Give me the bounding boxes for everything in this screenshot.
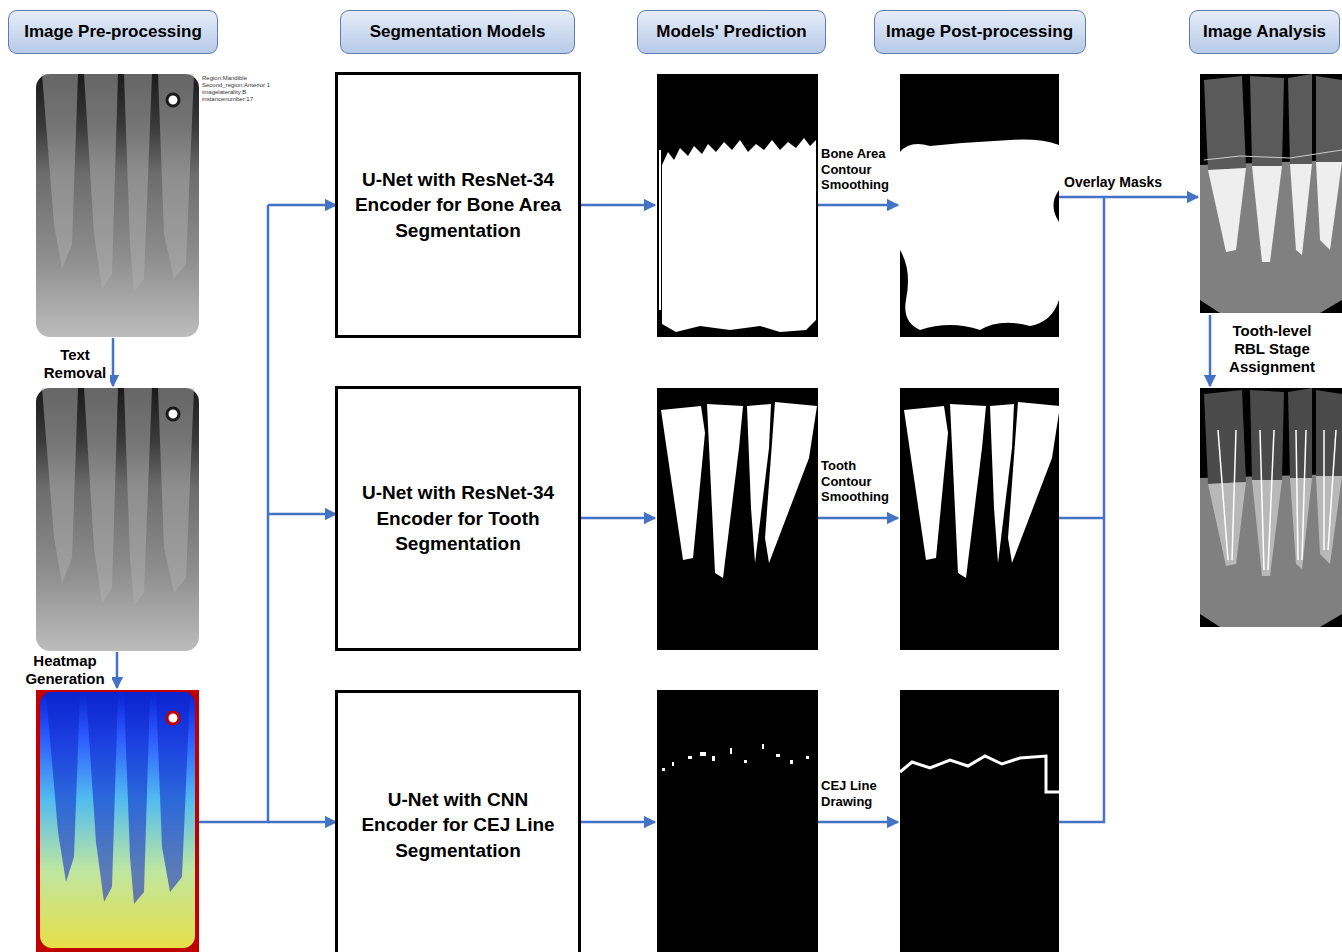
column-header: Models' Prediction <box>637 10 826 54</box>
model-name: U-Net with ResNet-34 Encoder for Bone Ar… <box>348 167 568 244</box>
xray-image <box>36 388 199 651</box>
cej-post <box>900 690 1059 952</box>
step-label: Bone Area Contour Smoothing <box>821 146 899 193</box>
flow-arrows <box>113 197 1210 822</box>
header-text: Models' Prediction <box>656 22 806 42</box>
model-box: U-Net with ResNet-34 Encoder for Tooth S… <box>335 386 581 651</box>
metadata-text: instancenumber:17 <box>202 96 253 103</box>
xray-image <box>36 74 199 337</box>
header-text: Image Analysis <box>1203 22 1326 42</box>
cej-prediction <box>657 690 818 952</box>
model-box: U-Net with CNN Encoder for CEJ Line Segm… <box>335 690 581 952</box>
tooth-prediction <box>657 388 818 650</box>
bone-prediction <box>657 74 818 337</box>
step-label: Heatmap Generation <box>18 652 112 688</box>
model-box: U-Net with ResNet-34 Encoder for Bone Ar… <box>335 72 581 338</box>
step-label: CEJ Line Drawing <box>821 778 899 809</box>
step-label: Text Removal <box>40 346 110 382</box>
rbl-stage-analysis <box>1200 388 1342 627</box>
column-header: Image Pre-processing <box>8 10 218 54</box>
bone-post <box>900 74 1059 337</box>
overlay-analysis <box>1200 74 1342 313</box>
column-header: Segmentation Models <box>340 10 575 54</box>
step-label: Tooth-level RBL Stage Assignment <box>1216 322 1328 376</box>
heatmap-image <box>36 690 199 952</box>
model-name: U-Net with CNN Encoder for CEJ Line Segm… <box>348 787 568 864</box>
metadata-text: imagelaterality:B <box>202 89 246 96</box>
step-label: Tooth Contour Smoothing <box>821 458 899 505</box>
step-label: Overlay Masks <box>1064 174 1162 191</box>
tooth-post <box>900 388 1060 650</box>
header-text: Segmentation Models <box>370 22 546 42</box>
metadata-text: Second_region:Anterior 1 <box>202 82 270 89</box>
header-text: Image Pre-processing <box>24 22 202 42</box>
column-header: Image Analysis <box>1189 10 1340 54</box>
column-header: Image Post-processing <box>874 10 1086 54</box>
model-name: U-Net with ResNet-34 Encoder for Tooth S… <box>348 480 568 557</box>
metadata-text: Region:Mandible <box>202 75 247 82</box>
header-text: Image Post-processing <box>886 22 1073 42</box>
